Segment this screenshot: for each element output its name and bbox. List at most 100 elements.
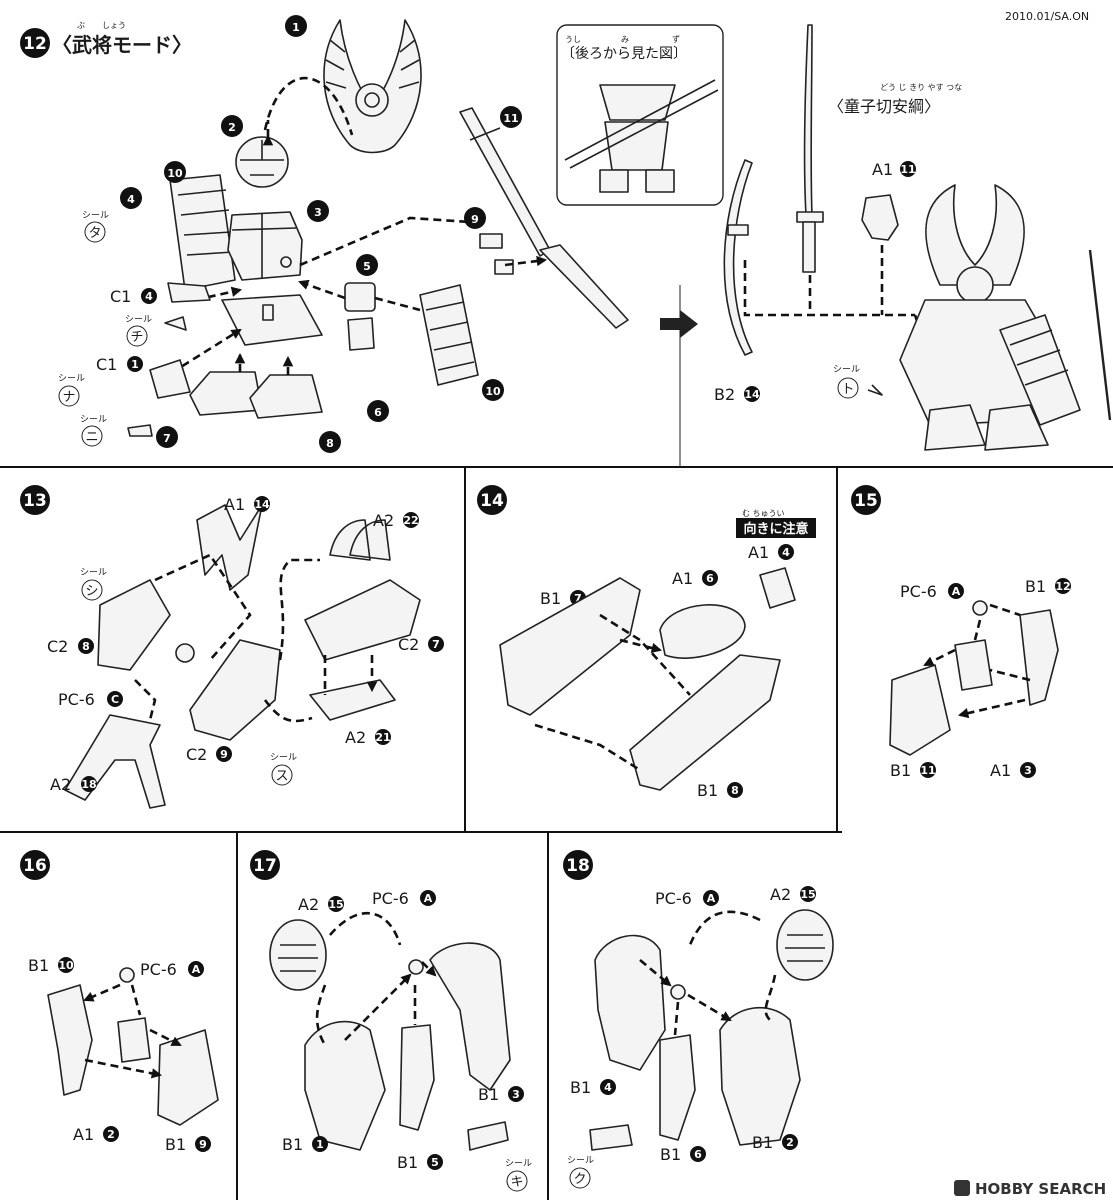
- title-ruby-bu: ぶ: [77, 21, 85, 30]
- label-c1-1-num: 1: [131, 358, 139, 371]
- bow-part: [723, 159, 753, 356]
- back-view-inset: うし み ず 〔後ろから見た図〕: [556, 24, 724, 206]
- dash-15-b: [989, 603, 1021, 617]
- svg-text:シール: シール: [567, 1156, 594, 1166]
- katana-part: [796, 24, 824, 273]
- sword-name-ruby: どう じ きり やす つな: [880, 83, 962, 92]
- svg-text:9: 9: [220, 748, 228, 761]
- b1-3-part: [429, 942, 511, 1091]
- label-a1-11-num: 11: [900, 163, 915, 176]
- label-a2-21: A2: [345, 728, 366, 747]
- seal-ni-label: シール ニ: [80, 415, 107, 447]
- c2-7-part: [304, 579, 421, 661]
- a1-14-part: [196, 504, 263, 591]
- label-a1-6: A1: [672, 569, 693, 588]
- label-pc6-c: PC-6: [58, 690, 95, 709]
- step-12-number: 12: [23, 34, 47, 54]
- svg-text:タ: タ: [88, 226, 101, 241]
- svg-text:21: 21: [375, 731, 390, 744]
- b1-2-part: [719, 1006, 801, 1146]
- orientation-notice-box: [736, 518, 816, 538]
- dash-9-to-torso: [299, 216, 471, 267]
- svg-text:14: 14: [254, 498, 270, 511]
- notice-ruby: む ちゅうい: [742, 509, 785, 518]
- svg-text:3: 3: [1024, 764, 1032, 777]
- back-shield-lines: [177, 189, 234, 256]
- b1-8-part: [629, 654, 781, 791]
- svg-text:4: 4: [604, 1081, 612, 1094]
- a2-15-part-18: [776, 909, 834, 981]
- svg-text:12: 12: [1055, 580, 1070, 593]
- label-c2-9: C2: [186, 745, 207, 764]
- label-a2-18: A2: [50, 775, 71, 794]
- svg-text:シール: シール: [80, 415, 107, 425]
- pc6-a-part-16: [119, 967, 135, 983]
- label-c2-7: C2: [398, 635, 419, 654]
- c1-1-part: [149, 359, 191, 399]
- a2-18-part: [64, 714, 166, 809]
- label-b1-2: B1: [752, 1133, 773, 1152]
- assembly-arrow-icon: [660, 310, 698, 338]
- armor-plate-part: [419, 284, 479, 386]
- svg-text:8: 8: [731, 784, 739, 797]
- arm-part: [347, 317, 375, 351]
- dash-16-a: [83, 983, 121, 1002]
- label-b2-14-num: 14: [744, 388, 760, 401]
- seal-na-label: シール ナ: [58, 374, 85, 407]
- a1-6-part: [659, 604, 746, 659]
- label-a1-2: A1: [73, 1125, 94, 1144]
- svg-text:10: 10: [167, 167, 183, 180]
- svg-text:ニ: ニ: [85, 430, 98, 445]
- dash-17-a: [315, 984, 327, 1046]
- hobby-search-logo-icon: [954, 1180, 970, 1196]
- svg-text:2: 2: [228, 121, 236, 134]
- svg-text:10: 10: [58, 959, 74, 972]
- label-a1-11: A1: [872, 160, 893, 179]
- label-a1-4: A1: [748, 543, 769, 562]
- svg-text:8: 8: [326, 437, 334, 450]
- svg-text:キ: キ: [510, 1175, 523, 1190]
- svg-text:シール: シール: [125, 315, 152, 325]
- svg-text:A: A: [952, 585, 961, 598]
- dash-16-b: [130, 984, 142, 1016]
- title-ruby-shou: しょう: [102, 21, 126, 30]
- svg-text:5: 5: [363, 260, 371, 273]
- seal-su-label: シール ス: [270, 753, 297, 786]
- dash-13-f: [263, 699, 313, 723]
- b1-9-part: [157, 1029, 219, 1126]
- label-b1-5: B1: [397, 1153, 418, 1172]
- svg-text:7: 7: [574, 592, 582, 605]
- step-13-panel: 13 A1 14 A2 22 C2 7 A2 21 C2 8 PC-6 C C2…: [20, 485, 444, 809]
- dash-13-a: [154, 553, 252, 661]
- armor-plate-lines: [425, 301, 475, 371]
- dash-17-b: [344, 973, 412, 1041]
- svg-text:4: 4: [127, 193, 135, 206]
- step-12-title: 〈武将モード〉: [52, 33, 192, 57]
- svg-text:シール: シール: [833, 365, 860, 375]
- dash-18-a: [639, 959, 672, 987]
- svg-text:シール: シール: [58, 374, 85, 384]
- a2-15-part-17-lines: [278, 944, 318, 972]
- label-pc6-a-18: PC-6: [655, 889, 692, 908]
- label-c2-8: C2: [47, 637, 68, 656]
- a2-15-part-18-lines: [785, 934, 825, 962]
- seal-chi-label: シール チ: [125, 315, 152, 347]
- seal-ku-sticker: [589, 1124, 633, 1151]
- dash-14-b: [619, 638, 663, 654]
- svg-text:6: 6: [374, 406, 382, 419]
- label-b1-8: B1: [697, 781, 718, 800]
- svg-text:7: 7: [432, 638, 440, 651]
- svg-text:ト: ト: [841, 382, 854, 397]
- svg-text:1: 1: [316, 1138, 324, 1151]
- dash-14-c: [534, 723, 641, 772]
- step-18-panel: 18 PC-6 A A2 15 B1 4 B1 2 B1 6 シール ク: [563, 850, 834, 1189]
- svg-text:ず: ず: [672, 34, 680, 44]
- dash-9-to-lance: [504, 255, 548, 267]
- svg-text:シ: シ: [85, 584, 98, 599]
- connector-9-part: [479, 233, 503, 249]
- panel-frames: [0, 285, 1113, 1200]
- svg-text:シール: シール: [505, 1159, 532, 1169]
- seal-ki-sticker: [467, 1121, 509, 1151]
- waist-peg: [262, 304, 274, 321]
